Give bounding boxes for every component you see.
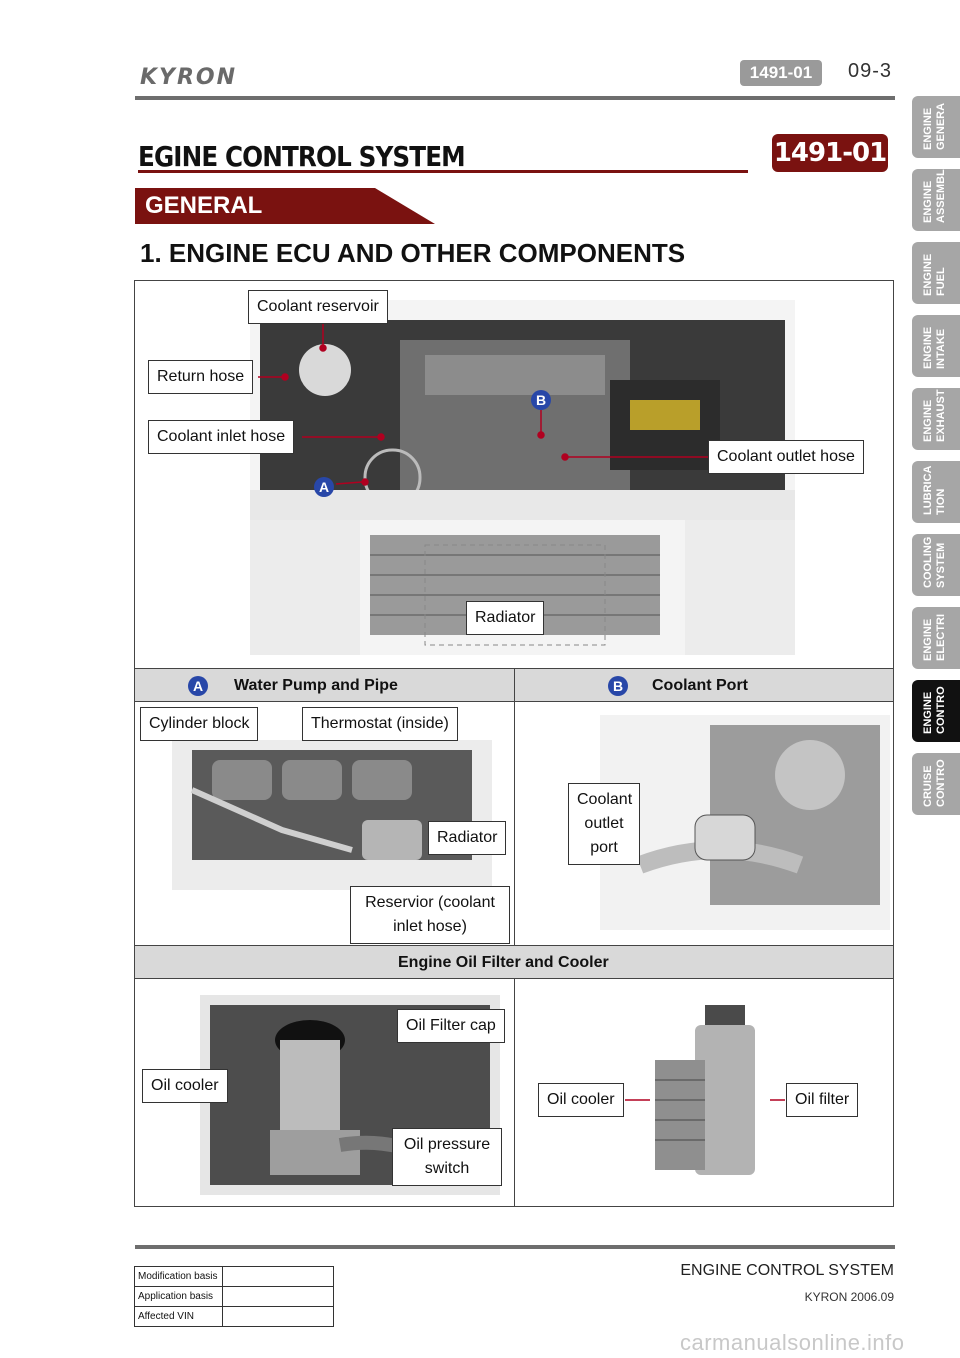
- footer-rule: [135, 1245, 895, 1249]
- callout-oil-filter: Oil filter: [786, 1083, 859, 1117]
- callout-oil-filter-cap: Oil Filter cap: [397, 1009, 505, 1043]
- callout-coolant-outlet-hose: Coolant outlet hose: [708, 440, 864, 474]
- callout-return-hose: Return hose: [148, 360, 254, 394]
- callout-thermostat: Thermostat (inside): [302, 707, 458, 741]
- callout-oil-cooler-right: Oil cooler: [538, 1083, 624, 1117]
- chapter-tab[interactable]: ENGINE ELECTRI: [912, 607, 960, 669]
- mod-value: [222, 1266, 334, 1287]
- app-label: Application basis: [134, 1286, 223, 1307]
- chapter-tab[interactable]: ENGINE CONTRO: [912, 680, 960, 742]
- coolant-port-photo: [600, 715, 890, 930]
- general-banner-label: GENERAL: [145, 192, 263, 219]
- section-heading: 1. ENGINE ECU AND OTHER COMPONENTS: [140, 238, 686, 268]
- coolant-port-heading: Coolant Port: [652, 677, 748, 694]
- chapter-tab-label: ENGINE EXHAUST: [922, 389, 947, 442]
- vin-value: [222, 1306, 334, 1327]
- section-code-badge: 1491-01: [740, 60, 822, 86]
- chapter-tab[interactable]: CRUISE CONTRO: [912, 753, 960, 815]
- chapter-tab-label: ENGINE ELECTRI: [922, 613, 947, 661]
- callout-oil-pressure-switch: Oil pressure switch: [392, 1128, 502, 1186]
- chapter-tab[interactable]: ENGINE FUEL: [912, 242, 960, 304]
- marker-a: A: [314, 477, 334, 497]
- row1-divider: [514, 668, 515, 945]
- chapter-tab-label: LUBRICA TION: [922, 465, 947, 515]
- callout-radiator-pipe: Radiator: [428, 821, 507, 855]
- callout-coolant-inlet-hose: Coolant inlet hose: [148, 420, 295, 454]
- footer-subtitle: KYRON 2006.09: [804, 1290, 894, 1304]
- vin-label: Affected VIN: [134, 1306, 223, 1327]
- callout-cylinder-block: Cylinder block: [140, 707, 259, 741]
- page-title: EGINE CONTROL SYSTEM: [138, 140, 466, 173]
- footer-title: ENGINE CONTROL SYSTEM: [680, 1262, 894, 1279]
- oil-filter-heading: Engine Oil Filter and Cooler: [398, 954, 609, 971]
- row1-marker-b: B: [608, 676, 628, 696]
- svg-text:KYRON: KYRON: [140, 65, 237, 90]
- water-pump-heading: Water Pump and Pipe: [234, 677, 398, 694]
- chapter-tab[interactable]: ENGINE EXHAUST: [912, 388, 960, 450]
- chapter-tab[interactable]: ENGINE INTAKE: [912, 315, 960, 377]
- modification-table: Modification basis Application basis Aff…: [134, 1266, 334, 1327]
- chapter-tab[interactable]: LUBRICA TION: [912, 461, 960, 523]
- chapter-tab[interactable]: ENGINE GENERA: [912, 96, 960, 158]
- watermark: carmanualsonline.info: [680, 1330, 905, 1355]
- chapter-tab-label: ENGINE ASSEMBL: [922, 169, 947, 223]
- page-number: 09-3: [848, 60, 893, 82]
- oil-filter-cooler-photo: [650, 1000, 770, 1190]
- callout-reservoir: Reservior (coolant inlet hose): [350, 886, 510, 944]
- row2-divider: [514, 979, 515, 1206]
- callout-radiator: Radiator: [466, 601, 545, 635]
- chapter-tab-label: ENGINE CONTRO: [922, 686, 947, 734]
- callout-coolant-reservoir: Coolant reservoir: [248, 290, 388, 324]
- chapter-tab-label: ENGINE INTAKE: [922, 326, 947, 369]
- chapter-tab-label: ENGINE GENERA: [922, 102, 947, 150]
- mod-label: Modification basis: [134, 1266, 223, 1287]
- chapter-tab-label: COOLING SYSTEM: [922, 536, 947, 588]
- chapter-tab-label: CRUISE CONTRO: [922, 759, 947, 807]
- title-code-badge: 1491-01: [772, 134, 888, 172]
- chapter-tab[interactable]: ENGINE ASSEMBL: [912, 169, 960, 231]
- chapter-tab-label: ENGINE FUEL: [922, 253, 947, 296]
- callout-oil-cooler-left: Oil cooler: [142, 1069, 228, 1103]
- title-rule: [138, 170, 748, 173]
- callout-coolant-outlet-port: Coolant outlet port: [568, 783, 640, 865]
- marker-b: B: [531, 390, 551, 410]
- chapter-tab[interactable]: COOLING SYSTEM: [912, 534, 960, 596]
- components-figure-box: [134, 280, 894, 1207]
- header-rule: [135, 96, 895, 100]
- app-value: [222, 1286, 334, 1307]
- general-banner-shape: [135, 188, 435, 224]
- kyron-logo: KYRON: [140, 65, 237, 90]
- row2-heading-band: [135, 945, 893, 979]
- row1-marker-a: A: [188, 676, 208, 696]
- water-pump-photo: [172, 740, 492, 890]
